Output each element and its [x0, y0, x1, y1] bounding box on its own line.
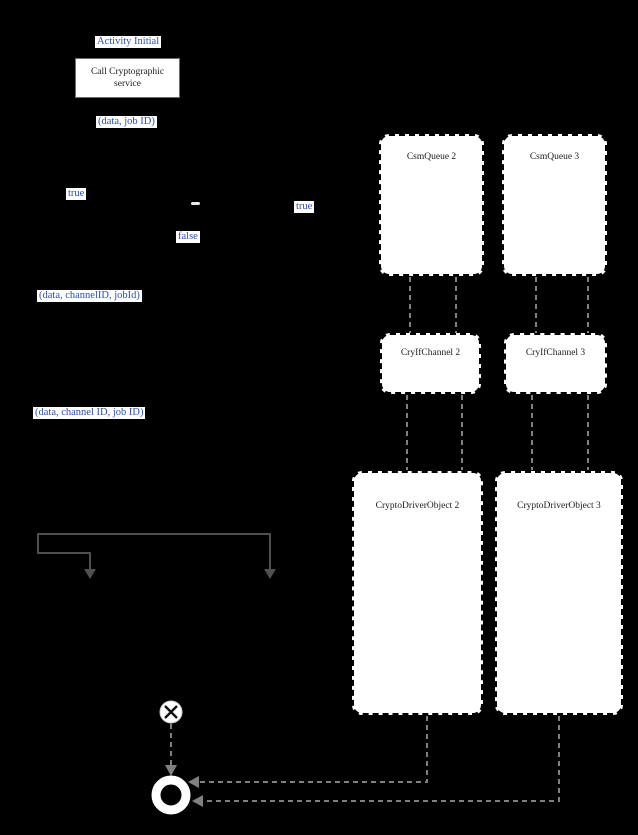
annotation-data-channel-id-job-id: (data, channel ID, job ID) [33, 407, 146, 419]
guard-true-right: true [294, 201, 315, 213]
arrowhead-down-icon [165, 765, 177, 776]
guard-false: false [176, 231, 200, 243]
action-call-cryptographic-service: Call Cryptographic service [75, 58, 180, 98]
dashed-connectors-top [170, 277, 589, 802]
partition-csmqueue-3-label: CsmQueue 3 [529, 152, 580, 162]
partition-cryifchannel-2-label: CryIfChannel 2 [400, 348, 461, 358]
flow-final-icon [159, 700, 183, 724]
flow-final-x [164, 705, 178, 719]
solid-arrowheads [84, 569, 276, 579]
arrowhead-fork-left-icon [84, 569, 96, 579]
partition-cryifchannel-3: CryIfChannel 3 [504, 333, 607, 394]
partition-cryptodriverobject-3: CryptoDriverObject 3 [495, 471, 623, 715]
activity-initial-label: Activity Initial [95, 36, 162, 48]
guard-true-left: true [66, 188, 87, 200]
arrowhead-left-cdo3-icon [192, 795, 203, 807]
activity-final-icon [151, 775, 191, 815]
annotation-data-job-id: (data, job ID) [96, 116, 157, 128]
annotation-data-channelid-jobid: (data, channelID, jobId) [37, 290, 142, 302]
fork-left-branch [37, 533, 91, 570]
partition-csmqueue-2-label: CsmQueue 2 [406, 152, 457, 162]
partition-cryifchannel-3-label: CryIfChannel 3 [525, 348, 586, 358]
partition-cryptodriverobject-2: CryptoDriverObject 2 [352, 471, 483, 715]
arrowhead-fork-right-icon [264, 569, 276, 579]
connector-cdo3-to-final [202, 716, 560, 802]
small-mark-artifact [191, 202, 200, 205]
solid-fork-lines [37, 533, 271, 570]
connector-cdo2-to-final [198, 716, 428, 783]
partition-csmqueue-2: CsmQueue 2 [379, 134, 484, 276]
arrowhead-left-cdo2-icon [188, 776, 199, 788]
partition-cryptodriverobject-2-label: CryptoDriverObject 2 [375, 501, 460, 511]
partition-cryptodriverobject-3-label: CryptoDriverObject 3 [517, 501, 601, 511]
partition-csmqueue-3: CsmQueue 3 [502, 134, 607, 276]
dashed-arrowheads [165, 765, 203, 807]
partition-cryifchannel-2: CryIfChannel 2 [380, 333, 481, 394]
